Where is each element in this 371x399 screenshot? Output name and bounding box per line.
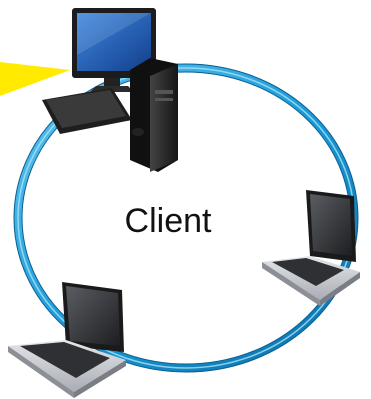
center-label: Client: [125, 202, 212, 240]
desktop-computer-icon: [42, 8, 178, 172]
pointer-arrow: [0, 62, 70, 96]
laptop-right-icon: [262, 190, 360, 306]
laptop-left-icon: [8, 282, 126, 398]
